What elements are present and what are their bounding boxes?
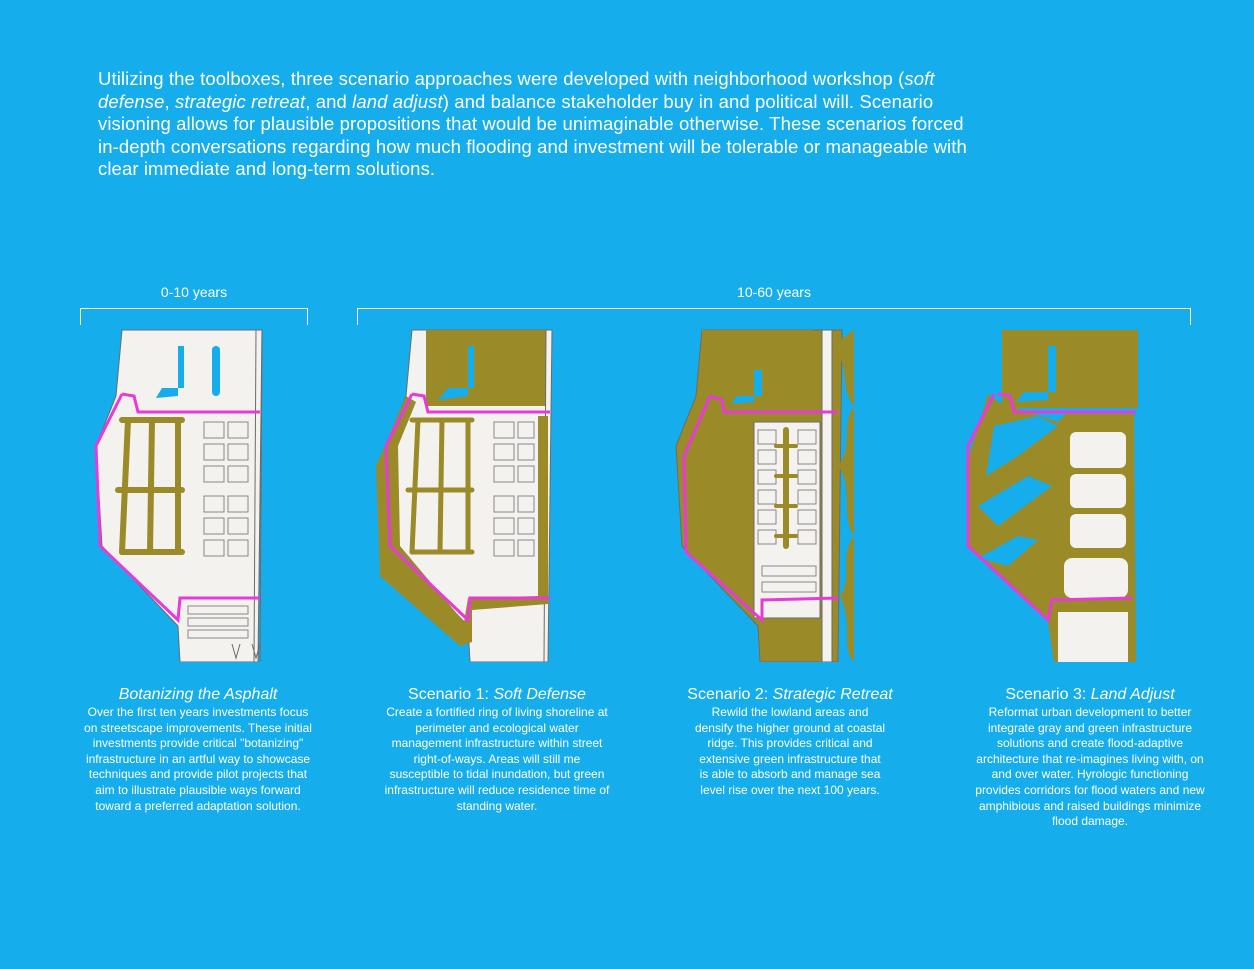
timeline-label-short: 0-10 years bbox=[160, 284, 228, 300]
map-botanizing-the-asphalt bbox=[82, 326, 274, 662]
timeline-bracket-long bbox=[357, 308, 1191, 325]
scenario-column-strategic-retreat: Scenario 2: Strategic Retreat Rewild the… bbox=[670, 686, 910, 799]
timeline-bracket-short bbox=[80, 308, 308, 325]
scenario-column-botanizing: Botanizing the Asphalt Over the first te… bbox=[76, 686, 320, 814]
scenario-title: Botanizing the Asphalt bbox=[118, 686, 278, 703]
scenario-title: Scenario 3: Land Adjust bbox=[1005, 686, 1175, 703]
scenario-description: Rewild the lowland areas and densify the… bbox=[694, 705, 886, 797]
map-land-adjust bbox=[958, 326, 1150, 662]
timeline-label-long: 10-60 years bbox=[737, 284, 811, 300]
scenario-column-soft-defense: Scenario 1: Soft Defense Create a fortif… bbox=[376, 686, 618, 814]
map-soft-defense bbox=[372, 326, 564, 662]
scenario-description: Reformat urban development to better int… bbox=[975, 705, 1205, 829]
scenario-description: Create a fortified ring of living shorel… bbox=[384, 705, 610, 813]
scenario-column-land-adjust: Scenario 3: Land Adjust Reformat urban d… bbox=[970, 686, 1210, 830]
intro-paragraph: Utilizing the toolboxes, three scenario … bbox=[98, 68, 967, 179]
scenario-title: Scenario 1: Soft Defense bbox=[408, 686, 586, 703]
map-strategic-retreat bbox=[662, 326, 854, 662]
scenario-description: Over the first ten years investments foc… bbox=[84, 705, 312, 813]
scenario-title: Scenario 2: Strategic Retreat bbox=[687, 686, 893, 703]
